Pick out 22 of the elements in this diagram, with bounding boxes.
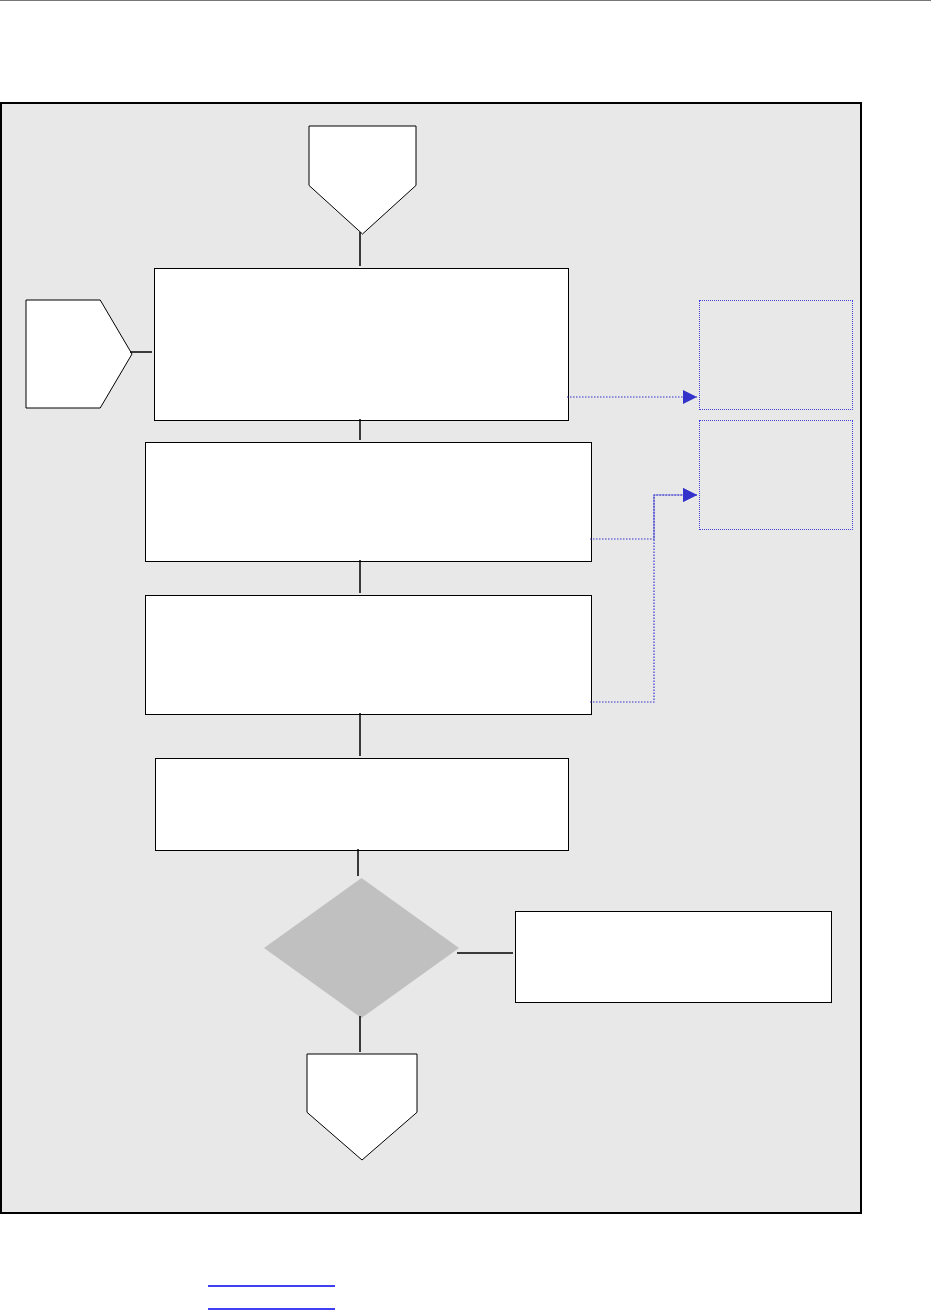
process-box xyxy=(154,268,569,421)
connector-line xyxy=(456,952,514,954)
connector-line xyxy=(359,712,361,757)
connector-line xyxy=(359,418,361,441)
dotted-note-box xyxy=(699,300,853,410)
dotted-note-box xyxy=(699,420,853,530)
connector-line xyxy=(359,1015,361,1053)
off-page-connector xyxy=(26,300,132,408)
dotted-arrow xyxy=(589,488,698,703)
connector-line xyxy=(359,559,361,594)
connector-line xyxy=(357,848,359,877)
diagram-panel xyxy=(0,102,862,1214)
decision-diamond xyxy=(264,878,459,1018)
process-box xyxy=(145,595,592,715)
off-page-connector xyxy=(307,1054,417,1160)
process-box xyxy=(155,758,569,851)
off-page-connector xyxy=(309,126,416,234)
dotted-arrow xyxy=(566,390,698,404)
connector-line xyxy=(359,231,361,267)
connector-line xyxy=(129,351,153,353)
process-box xyxy=(145,442,592,562)
process-box xyxy=(515,911,832,1003)
